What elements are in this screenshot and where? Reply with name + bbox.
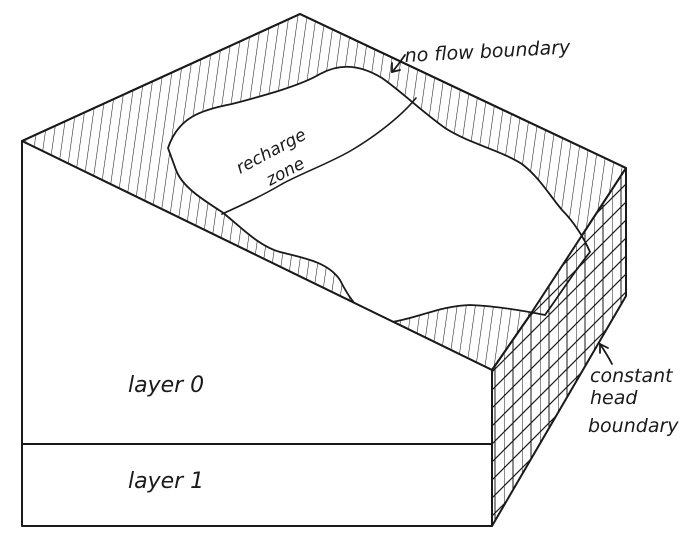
layer-0-label: layer 0 (128, 373, 204, 398)
constant-head-label-1: constant (590, 365, 674, 387)
constant-head-label-3: boundary (588, 415, 679, 437)
layer-1-label: layer 1 (128, 469, 204, 494)
no-flow-boundary-label: no flow boundary (404, 36, 571, 67)
constant-head-label-2: head (590, 387, 638, 409)
constant-head-arrow (600, 344, 612, 364)
